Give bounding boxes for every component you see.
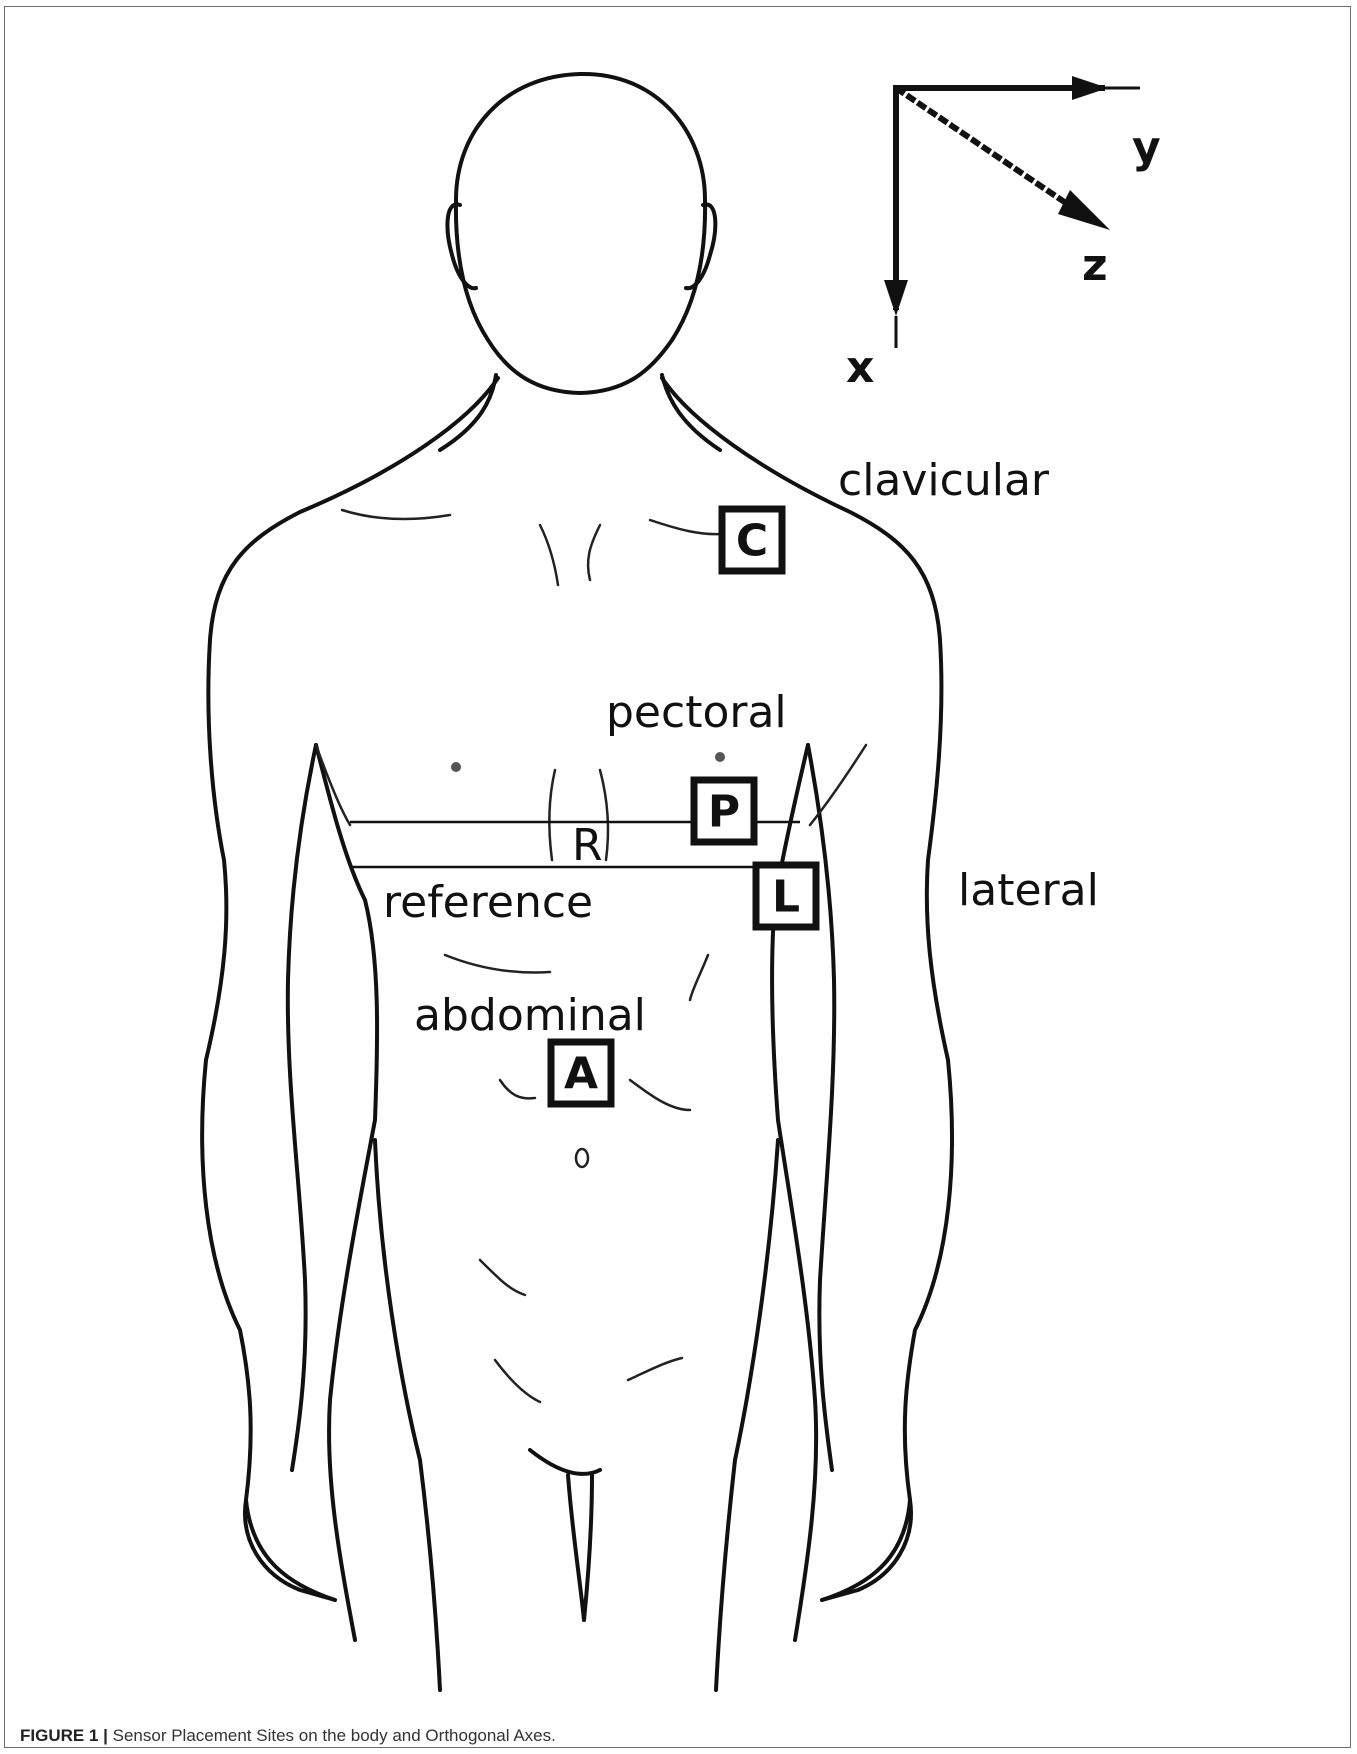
label-lateral: lateral [958,865,1099,916]
z-axis-label: z [1082,240,1108,291]
y-axis-label: y [1132,122,1161,173]
ab-line-2 [690,955,708,1000]
ab-line-6 [628,1358,682,1380]
left-shoulder [202,378,498,1600]
head-outline [456,74,705,393]
ab-line-4 [630,1080,690,1110]
sensor-marker-clavicular: C [722,509,782,571]
sensor-marker-abdominal: A [551,1042,611,1104]
sensor-letter-a: A [564,1049,598,1100]
clavicle-right [650,520,720,534]
label-abdominal: abdominal [414,990,646,1041]
ab-line-3 [500,1080,535,1098]
navel [576,1149,588,1167]
ab-line-5 [480,1260,525,1295]
left-nipple [451,762,461,772]
left-hand [245,1500,335,1600]
sensor-letter-l: L [772,872,800,923]
clavicle-left [342,510,450,519]
left-ear [447,204,476,288]
reference-letter: R [572,820,603,871]
label-clavicular: clavicular [838,455,1050,506]
sensor-letter-c: C [736,516,768,567]
z-axis-arrow [896,88,1088,218]
orthogonal-axes: x y z [846,76,1161,393]
right-hand [822,1500,911,1600]
sternum [540,525,600,585]
right-ear [686,204,715,288]
figure-caption: FIGURE 1 | Sensor Placement Sites on the… [20,1726,556,1746]
right-leg [716,1140,778,1690]
left-inner-arm [288,745,316,1470]
x-axis-arrowhead [884,280,908,316]
crotch [530,1450,600,1620]
sensor-marker-lateral: L [756,865,816,927]
figure-number: FIGURE 1 | [20,1726,108,1745]
sensor-marker-pectoral: P [694,780,754,842]
left-leg [375,1140,440,1690]
torso-left-side [316,745,377,1640]
label-reference: reference [383,877,593,928]
y-axis-arrowhead [1072,76,1108,100]
right-shoulder [662,378,952,1600]
x-axis-label: x [846,342,874,393]
label-pectoral: pectoral [606,687,787,738]
right-armpit [810,745,866,825]
ab-line-1 [445,955,550,973]
z-axis-arrowhead [1058,190,1110,230]
caption-text: Sensor Placement Sites on the body and O… [113,1726,556,1745]
right-nipple [715,752,725,762]
sensor-letter-p: P [708,787,740,838]
ab-line-7 [495,1360,540,1402]
